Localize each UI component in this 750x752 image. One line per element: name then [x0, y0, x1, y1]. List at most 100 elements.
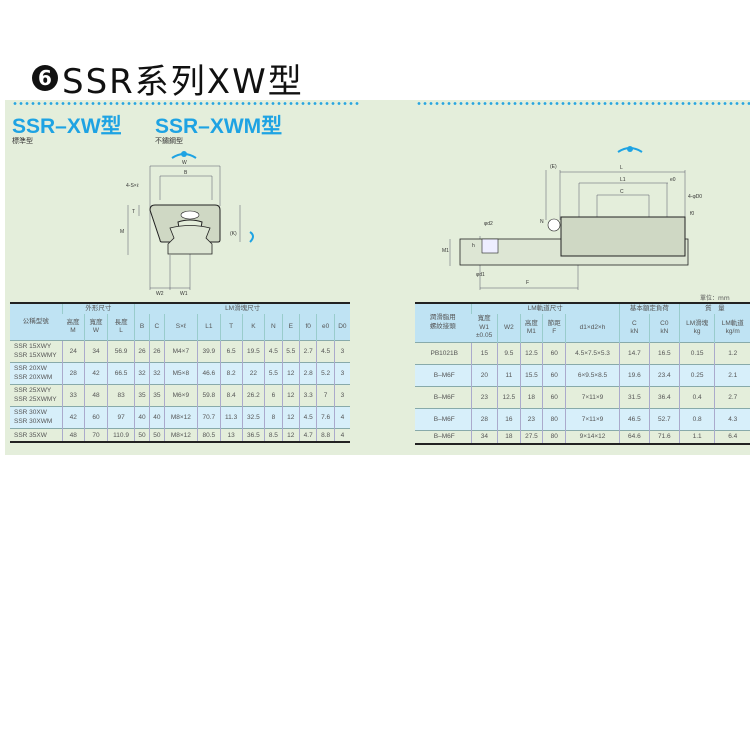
column-header: C kN — [618, 314, 650, 343]
table-cell: 52.7 — [648, 407, 680, 431]
table-cell: 2.7 — [298, 339, 317, 363]
column-header: E — [281, 314, 300, 341]
table-cell: 3 — [333, 361, 350, 385]
table-cell: 2.1 — [714, 363, 750, 387]
table-cell: 7 — [316, 383, 335, 407]
table-cell: 32 — [148, 361, 165, 385]
dim-label-d2: φd2 — [484, 221, 493, 227]
table-cell: 8.4 — [219, 383, 243, 407]
subheading-standard: 標準型 — [12, 137, 33, 145]
table-cell: 4.5 — [298, 405, 317, 429]
column-header: B — [134, 314, 150, 341]
table-cell: 12.5 — [497, 385, 520, 409]
table-cell: 14.7 — [618, 341, 650, 365]
table-cell: 7.6 — [316, 405, 335, 429]
nipple: B–M6F — [415, 429, 471, 445]
table-cell: 36.4 — [648, 385, 680, 409]
table-cell: 33 — [61, 383, 85, 407]
table-cell: M8×12 — [163, 427, 198, 443]
table-cell: 8.5 — [264, 427, 283, 443]
divider-dots-right — [416, 102, 750, 105]
heading-ssr-xwm: SSR–XWM型 — [155, 115, 283, 138]
table-cell: 70 — [83, 427, 108, 443]
table-cell: 2.7 — [714, 385, 750, 409]
cross-section-diagram: W B 4-S×ℓ T M (K) W2 W1 — [120, 151, 254, 297]
header-outer-dims: 外形尺寸 — [61, 303, 135, 315]
table-cell: 5.2 — [316, 361, 335, 385]
column-header: 長度 L — [106, 314, 135, 341]
table-cell: 4 — [333, 427, 350, 443]
table-cell: 12 — [281, 361, 300, 385]
table-cell: 5.5 — [281, 339, 300, 363]
nipple: B–M6F — [415, 407, 471, 431]
header-block-dims: LM滑塊尺寸 — [134, 303, 350, 315]
table-cell: 18 — [497, 429, 520, 445]
table-cell: 5.5 — [264, 361, 283, 385]
table-cell: 3 — [333, 383, 350, 407]
table-cell: 83 — [106, 383, 135, 407]
model: SSR 15XWY SSR 15XWMY — [10, 339, 62, 363]
dim-label-b: B — [184, 170, 188, 176]
table-cell: 4.5 — [264, 339, 283, 363]
column-header: C — [148, 314, 165, 341]
column-header: 節距 F — [542, 314, 566, 343]
table-cell: 66.5 — [106, 361, 135, 385]
table-cell: 4.7 — [298, 427, 317, 443]
table-cell: 60 — [542, 385, 566, 409]
table-cell: 6 — [264, 383, 283, 407]
table-cell: 19.5 — [241, 339, 265, 363]
header-model: 公稱型號 — [10, 303, 62, 341]
table-cell: 16 — [497, 407, 520, 431]
table-cell: 60 — [542, 363, 566, 387]
dim-label-e0: e0 — [670, 177, 676, 183]
column-header: 寬度 W1 ±0.05 — [471, 314, 498, 343]
table-cell: 71.6 — [648, 429, 680, 445]
table-cell: 2.8 — [298, 361, 317, 385]
column-header: e0 — [316, 314, 335, 341]
table-cell: 35 — [134, 383, 150, 407]
table-cell: 8.2 — [219, 361, 243, 385]
title-text: SSR系列XW型 — [62, 61, 304, 102]
dim-label-t: T — [132, 209, 135, 215]
table-cell: 6×9.5×8.5 — [565, 363, 620, 387]
dim-label-l1: L1 — [620, 177, 626, 183]
table-cell: 3 — [333, 339, 350, 363]
table-cell: 23 — [470, 385, 498, 409]
table-cell: 13 — [219, 427, 243, 443]
column-header: 寬度 W — [83, 314, 108, 341]
table-cell: 39.9 — [197, 339, 221, 363]
table-cell: 0.15 — [678, 341, 715, 365]
table-cell: 4.5 — [316, 339, 335, 363]
table-cell: 26.2 — [241, 383, 265, 407]
column-header: K — [241, 314, 265, 341]
table-cell: 80 — [542, 407, 566, 431]
nipple: B–M6F — [415, 363, 471, 387]
model: SSR 25XWY SSR 25XWMY — [10, 383, 62, 407]
nipple: B–M6F — [415, 385, 471, 409]
table-cell: M5×8 — [163, 361, 198, 385]
dim-label-m: M — [120, 229, 124, 235]
table-cell: 18 — [519, 385, 543, 409]
dim-label-d0: 4-φD0 — [688, 194, 702, 200]
table-cell: 11 — [497, 363, 520, 387]
dim-label-w2: W2 — [156, 291, 164, 297]
dim-label-f: F — [526, 280, 529, 286]
side-view-diagram: (E) L L1 e0 C 4-φD0 f0 N φd2 h M1 φd1 F — [442, 146, 702, 290]
dim-label-e: (E) — [550, 164, 557, 170]
table-cell: 31.5 — [618, 385, 650, 409]
table-cell: 48 — [61, 427, 85, 443]
table-cell: 3.3 — [298, 383, 317, 407]
table-cell: 42 — [83, 361, 108, 385]
table-cell: 70.7 — [197, 405, 221, 429]
